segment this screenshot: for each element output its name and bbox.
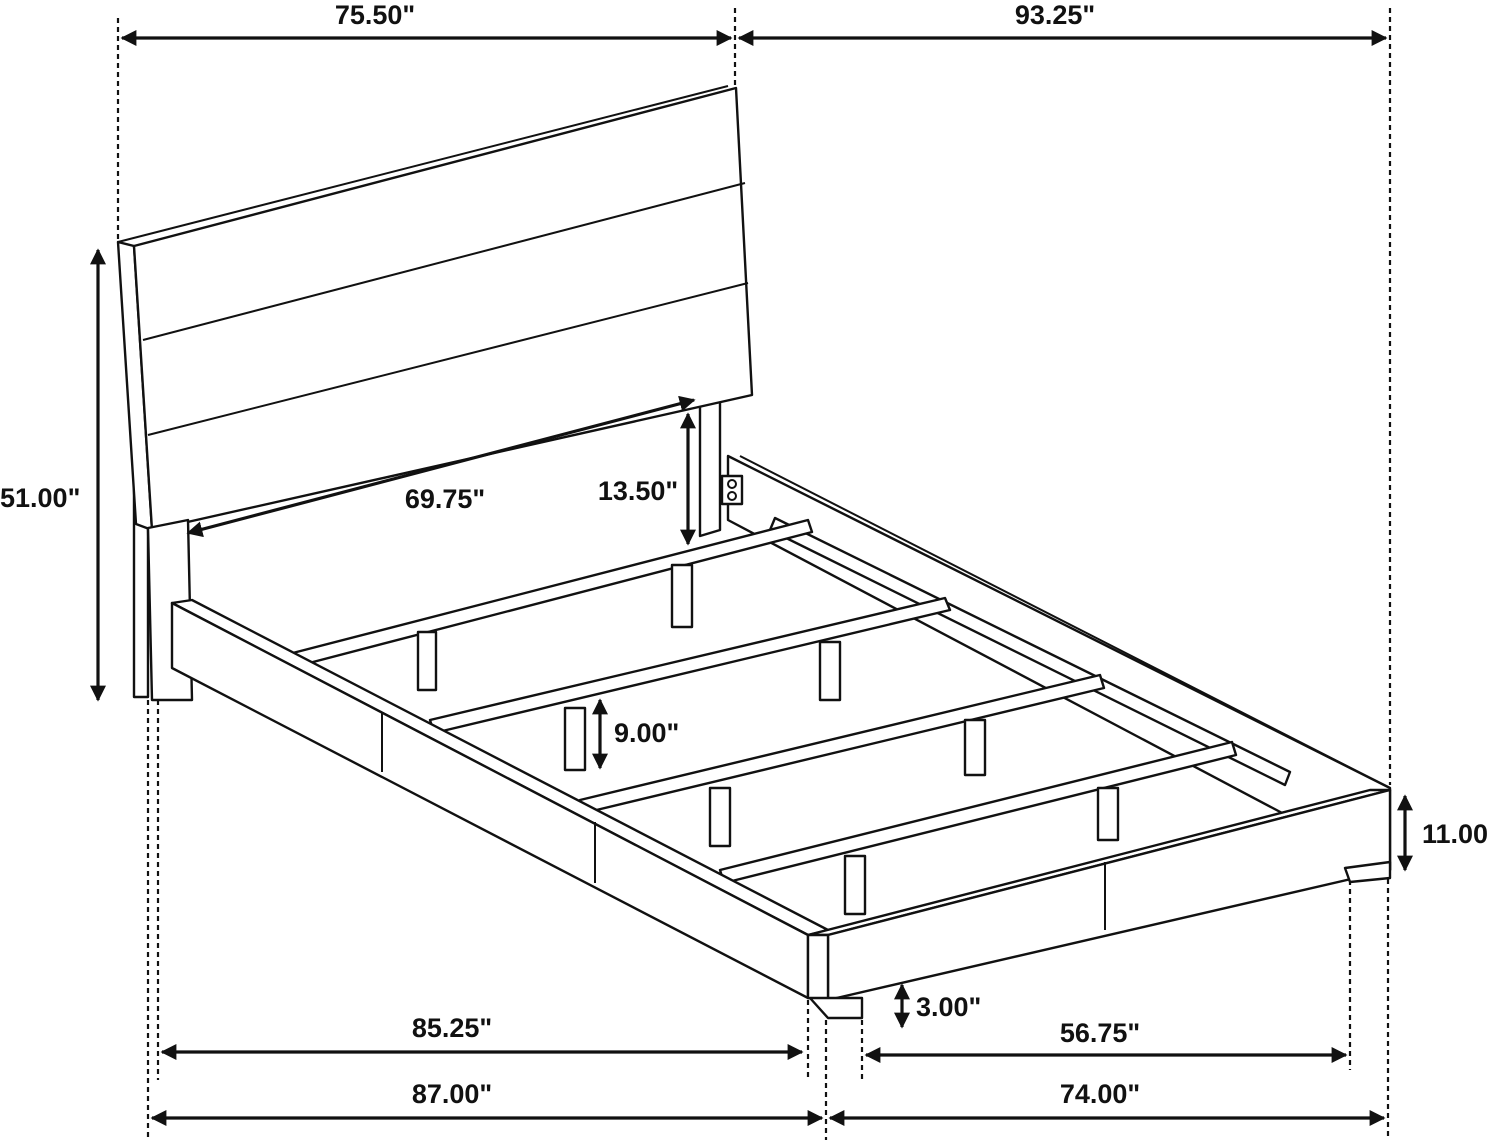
label-headboard-width: 75.50": [335, 0, 415, 30]
label-floor-clearance: 3.00": [916, 992, 981, 1022]
label-overall-height: 51.00": [0, 483, 80, 513]
extension-lines: [116, 8, 1392, 1140]
headboard-panel: [132, 86, 754, 532]
support-leg: [818, 640, 842, 702]
bed-frame: [116, 85, 1392, 1020]
foot-leg-left: [808, 996, 864, 1020]
support-leg: [843, 854, 867, 916]
label-inner-length-left: 85.25": [412, 1013, 492, 1043]
support-leg: [1096, 786, 1120, 842]
dim-inner-width-line: [186, 395, 696, 538]
label-slat-support-height: 9.00": [614, 718, 679, 748]
label-overall-length: 93.25": [1015, 0, 1095, 30]
label-outer-length-right: 74.00": [1060, 1079, 1140, 1109]
label-inner-length-right: 56.75": [1060, 1018, 1140, 1048]
footboard-end: [806, 933, 830, 1002]
label-inner-width: 69.75": [405, 484, 485, 514]
dimension-labels: 75.50" 93.25" 51.00" 69.75" 13.50" 9.00"…: [0, 0, 1488, 1109]
foot-leg-right: [1343, 860, 1392, 884]
dimension-lines: [90, 30, 1413, 1126]
label-outer-length-left: 87.00": [412, 1079, 492, 1109]
support-leg: [708, 786, 732, 848]
label-footboard-height: 11.00: [1422, 819, 1488, 849]
center-rail: [768, 516, 1292, 787]
support-leg: [416, 630, 438, 692]
support-leg: [963, 718, 987, 777]
slat-1: [283, 518, 814, 670]
rail-bracket: [720, 474, 744, 506]
support-leg: [563, 706, 587, 772]
label-headboard-clearance: 13.50": [598, 476, 678, 506]
support-leg: [670, 563, 694, 629]
